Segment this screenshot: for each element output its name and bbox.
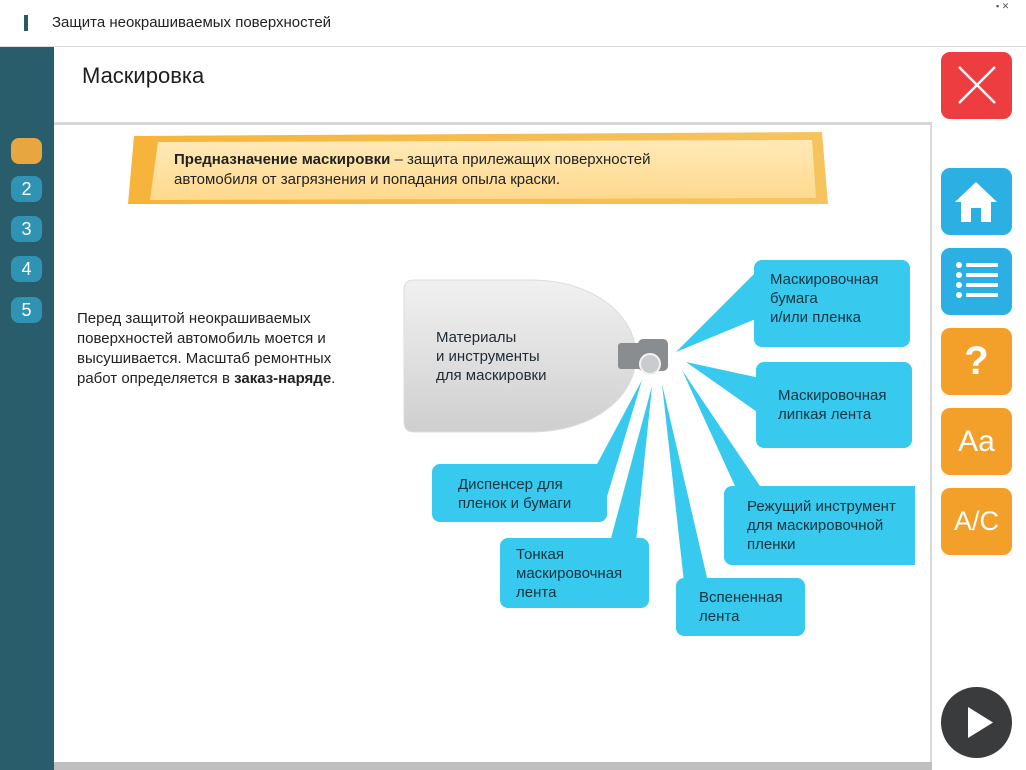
bubble-line: Тонкая <box>516 546 564 563</box>
projector-icon <box>618 339 668 375</box>
bubble-line: пленок и бумаги <box>458 495 572 512</box>
ray-paper <box>676 272 758 352</box>
definition-text: Предназначение маскировки – защита приле… <box>174 150 794 190</box>
title-bar <box>0 0 1026 47</box>
help-button[interactable]: ? <box>941 328 1012 395</box>
step-button-4[interactable]: 4 <box>11 256 42 282</box>
definition-banner <box>128 132 828 204</box>
bubble-foam-tape: Вспененная лента <box>676 578 805 636</box>
bubble-cutting-tool: Режущий инструмент для маскировочной пле… <box>724 486 915 565</box>
step-button-5[interactable]: 5 <box>11 297 42 323</box>
intro-line-4: работ определяется в <box>77 370 235 387</box>
definition-rest: – защита прилежащих поверхностей <box>390 151 651 168</box>
contrast-button[interactable]: A/C <box>941 488 1012 555</box>
definition-term: Предназначение маскировки <box>174 151 391 168</box>
window-title: Защита неокрашиваемых поверхностей <box>52 14 332 31</box>
step-button-2[interactable]: 2 <box>11 176 42 202</box>
bubble-line: лента <box>516 584 557 601</box>
bubble-line: Маскировочная <box>770 271 879 288</box>
home-button[interactable] <box>941 168 1012 235</box>
font-size-button[interactable]: Aa <box>941 408 1012 475</box>
center-line-2: и инструменты <box>436 348 540 365</box>
close-window-icon[interactable]: ✕ <box>1001 1 1010 11</box>
close-button[interactable] <box>941 52 1012 119</box>
next-button[interactable] <box>941 687 1012 758</box>
center-line-3: для маскировки <box>436 367 547 384</box>
bubble-line: и/или пленка <box>770 309 861 326</box>
bubble-line: Маскировочная <box>778 387 887 404</box>
bubble-line: лента <box>699 608 740 625</box>
header-divider <box>54 122 932 125</box>
intro-line-1: Перед защитой неокрашиваемых <box>77 310 311 327</box>
bubble-line: маскировочная <box>516 565 623 582</box>
bubble-line: бумага <box>770 290 818 307</box>
ray-thin-tape <box>610 386 652 542</box>
window-controls[interactable]: ▪ ✕ <box>996 1 1024 11</box>
step-button-1[interactable] <box>11 138 42 164</box>
case-icon: A/C <box>953 506 999 536</box>
bubble-line: липкая лента <box>778 406 872 423</box>
intro-paragraph: Перед защитой неокрашиваемых поверхносте… <box>77 309 397 389</box>
step-button-3[interactable]: 3 <box>11 216 42 242</box>
center-node-label: Материалы и инструменты для маскировки <box>436 328 596 385</box>
bubble-line: для маскировочной <box>747 517 884 534</box>
bubble-line: Режущий инструмент <box>747 498 896 515</box>
center-line-1: Материалы <box>436 329 517 346</box>
ray-foam <box>662 384 708 582</box>
title-accent-mark <box>24 15 28 31</box>
work-order-term: заказ-наряде <box>234 370 332 387</box>
bubble-thin-tape: Тонкая маскировочная лента <box>500 538 649 608</box>
intro-line-3: высушивается. Масштаб ремонтных <box>77 350 332 367</box>
minimize-icon[interactable]: ▪ <box>996 1 1000 11</box>
font-icon: Aa <box>958 425 995 458</box>
page-title: Маскировка <box>82 63 205 88</box>
ray-tape <box>686 362 760 414</box>
list-icon <box>956 262 998 298</box>
ray-cutter <box>682 370 760 486</box>
content-divider <box>930 125 932 765</box>
definition-line-2: автомобиля от загрязнения и попадания оп… <box>174 171 561 188</box>
intro-period: . <box>331 370 336 387</box>
contents-button[interactable] <box>941 248 1012 315</box>
intro-line-2: поверхностей автомобиль моется и <box>77 330 326 347</box>
help-icon: ? <box>964 339 989 383</box>
play-icon <box>968 707 993 738</box>
bubble-line: Диспенсер для <box>458 476 563 493</box>
bottom-bar <box>54 762 932 770</box>
bubble-line: Вспененная <box>699 589 783 606</box>
bubble-line: пленки <box>747 536 796 553</box>
home-icon <box>955 182 997 222</box>
bubble-masking-tape: Маскировочная липкая лента <box>756 362 912 448</box>
bubble-masking-paper: Маскировочная бумага и/или пленка <box>754 260 910 347</box>
step-sidebar: 2 3 4 5 <box>0 47 54 770</box>
bubble-dispenser: Диспенсер для пленок и бумаги <box>432 464 607 522</box>
close-icon <box>958 66 996 104</box>
